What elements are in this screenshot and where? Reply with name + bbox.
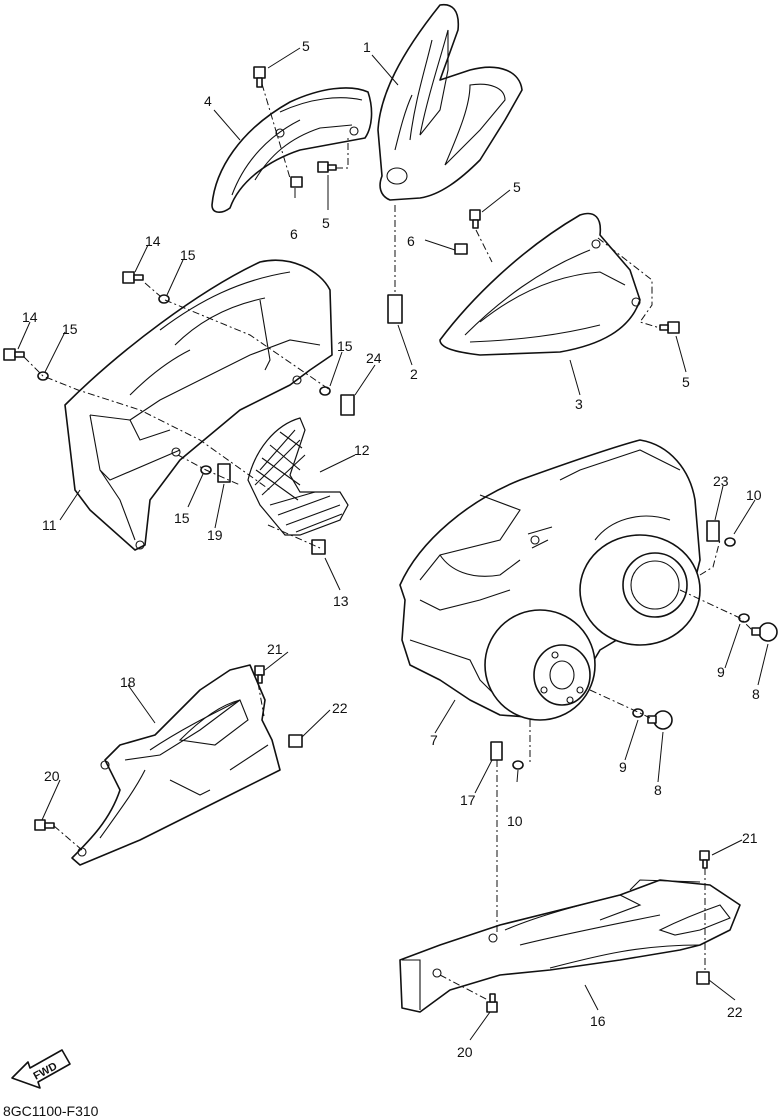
callout-21-right[interactable]: 21: [742, 830, 758, 846]
part-1-center-cowl[interactable]: [377, 3, 523, 201]
callout-labels: 1 2 3 4 5 5 5 5 6 6 7 8 8 9 9 10 10 11 1…: [22, 38, 762, 1060]
callout-24[interactable]: 24: [366, 350, 382, 366]
callout-5-mid[interactable]: 5: [322, 215, 330, 231]
washer-10-a[interactable]: [724, 537, 736, 547]
fwd-label: FWD: [32, 1060, 60, 1082]
clip-17[interactable]: [490, 741, 503, 761]
callout-5-right-low[interactable]: 5: [682, 374, 690, 390]
callout-8-upper[interactable]: 8: [752, 686, 760, 702]
callout-22-right[interactable]: 22: [727, 1004, 743, 1020]
clip-24[interactable]: [340, 394, 355, 416]
callout-15-d[interactable]: 15: [174, 510, 190, 526]
callout-1[interactable]: 1: [363, 39, 371, 55]
callout-13[interactable]: 13: [333, 593, 349, 609]
callout-10-lower[interactable]: 10: [507, 813, 523, 829]
callout-3[interactable]: 3: [575, 396, 583, 412]
clip-19[interactable]: [217, 463, 231, 483]
callout-17[interactable]: 17: [460, 792, 476, 808]
callout-4[interactable]: 4: [204, 93, 212, 109]
bolt-21-left[interactable]: [254, 665, 265, 684]
callout-14-lower[interactable]: 14: [22, 309, 38, 325]
bolt-8-lower[interactable]: [647, 710, 673, 730]
callout-22-left[interactable]: 22: [332, 700, 348, 716]
clip-2[interactable]: [387, 294, 403, 324]
bolt-8-upper[interactable]: [751, 622, 778, 642]
callout-5-top[interactable]: 5: [302, 38, 310, 54]
clip-22-right[interactable]: [696, 971, 710, 985]
callout-9-lower[interactable]: 9: [619, 759, 627, 775]
callout-15-b[interactable]: 15: [62, 321, 78, 337]
bolt-5-right-top[interactable]: [469, 209, 481, 229]
washer-10-b[interactable]: [512, 760, 524, 770]
washer-15-a[interactable]: [158, 294, 170, 304]
callout-15-a[interactable]: 15: [180, 247, 196, 263]
callout-21-left[interactable]: 21: [267, 641, 283, 657]
callout-9-upper[interactable]: 9: [717, 664, 725, 680]
bolt-20-left[interactable]: [34, 819, 55, 831]
clip-6-left[interactable]: [290, 176, 303, 188]
callout-20-right[interactable]: 20: [457, 1044, 473, 1060]
part-4-front-side-panel[interactable]: [211, 87, 373, 213]
clip-22-left[interactable]: [288, 734, 303, 748]
callout-14-upper[interactable]: 14: [145, 233, 161, 249]
callout-7[interactable]: 7: [430, 732, 438, 748]
part-18-left-lower-cover[interactable]: [71, 664, 281, 866]
callout-15-c[interactable]: 15: [337, 338, 353, 354]
part-11-left-side-cover[interactable]: [64, 259, 333, 551]
callout-5-right-top[interactable]: 5: [513, 179, 521, 195]
callout-6-left[interactable]: 6: [290, 226, 298, 242]
callout-6-right[interactable]: 6: [407, 233, 415, 249]
diagram-code: 8GC1100-F310: [3, 1103, 99, 1119]
bolt-5-right-low[interactable]: [659, 321, 680, 334]
bolt-14-upper[interactable]: [122, 271, 144, 284]
part-16-right-lower-cover[interactable]: [399, 879, 741, 1013]
part-7-belt-cover[interactable]: [399, 439, 701, 721]
leader-lines: [17, 47, 769, 1041]
hardware-clips: [217, 176, 720, 985]
callout-2[interactable]: 2: [410, 366, 418, 382]
bolt-20-right[interactable]: [486, 993, 498, 1013]
fwd-arrow-icon: FWD: [11, 1049, 71, 1089]
bolt-14-lower[interactable]: [3, 348, 25, 361]
clip-23[interactable]: [706, 520, 720, 542]
callout-8-lower[interactable]: 8: [654, 782, 662, 798]
part-3-right-side-panel[interactable]: [439, 212, 641, 356]
callout-16[interactable]: 16: [590, 1013, 606, 1029]
part-12-mesh-grille[interactable]: [247, 417, 349, 536]
bolt-21-right[interactable]: [699, 850, 710, 869]
hardware-washers: [37, 294, 750, 770]
callout-20-left[interactable]: 20: [44, 768, 60, 784]
washer-15-c[interactable]: [319, 386, 331, 396]
clip-6-right[interactable]: [454, 243, 468, 255]
assembly-lines: [23, 83, 753, 1001]
callout-11[interactable]: 11: [42, 517, 57, 533]
bolt-5-top[interactable]: [253, 66, 266, 88]
bolt-5-mid[interactable]: [317, 161, 337, 173]
callout-23[interactable]: 23: [713, 473, 729, 489]
callout-19[interactable]: 19: [207, 527, 223, 543]
callout-12[interactable]: 12: [354, 442, 370, 458]
callout-10-upper[interactable]: 10: [746, 487, 762, 503]
callout-18[interactable]: 18: [120, 674, 136, 690]
